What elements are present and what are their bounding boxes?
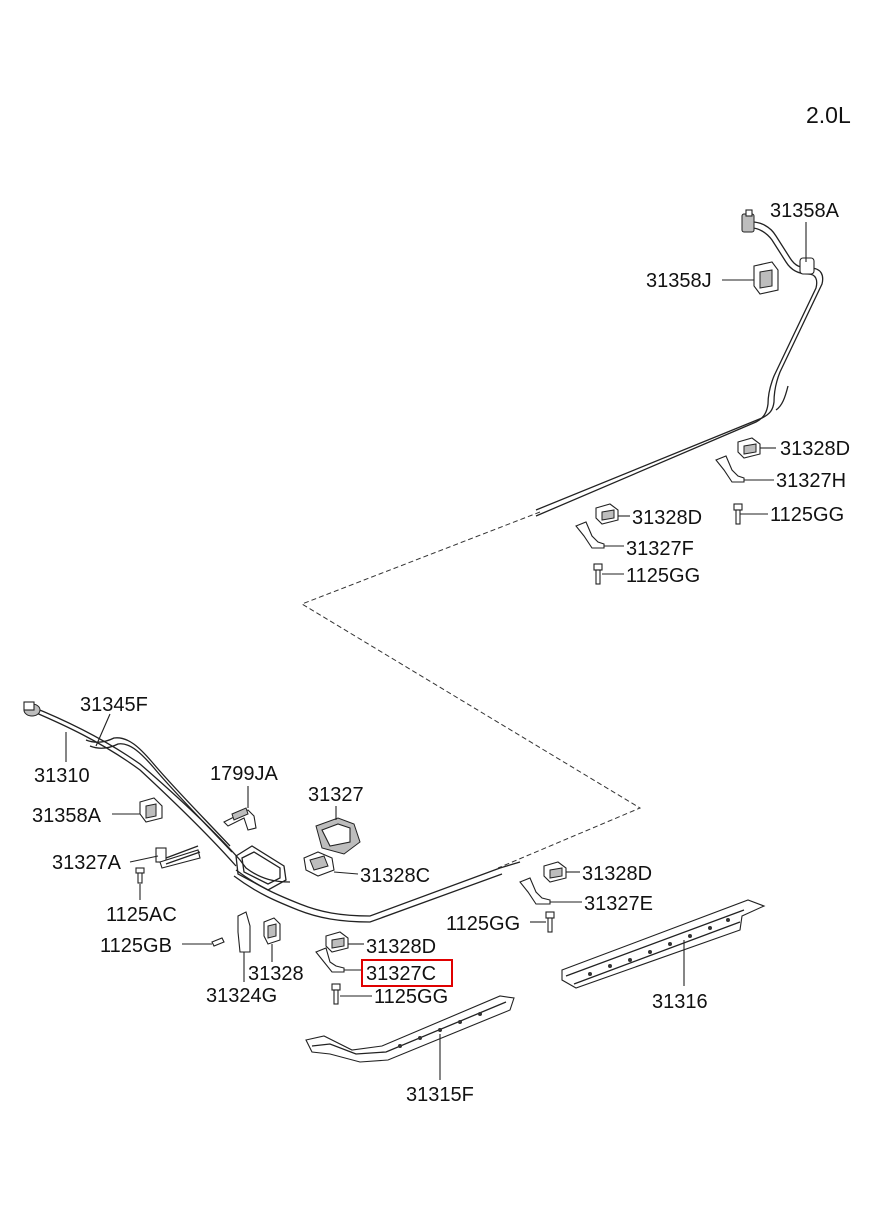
label-31328D-b: 31328D bbox=[632, 507, 702, 529]
label-31324G: 31324G bbox=[206, 985, 277, 1007]
bolt-1125GG-a bbox=[733, 503, 743, 525]
label-31327H: 31327H bbox=[776, 470, 846, 492]
label-31328D-c: 31328D bbox=[582, 863, 652, 885]
label-31327: 31327 bbox=[308, 784, 364, 806]
pipe-connector-31358A bbox=[741, 209, 815, 275]
label-31327C[interactable]: 31327C bbox=[366, 963, 436, 985]
bracket-31327A bbox=[155, 845, 201, 869]
bracket-31327H bbox=[715, 455, 745, 483]
clip-31358A-left bbox=[139, 797, 163, 823]
label-1125GG-d: 1125GG bbox=[374, 986, 448, 1008]
label-31327A: 31327A bbox=[52, 852, 122, 874]
clip-31358J bbox=[753, 261, 779, 295]
label-31328D-d: 31328D bbox=[366, 936, 436, 958]
label-31358A-left: 31358A bbox=[32, 805, 102, 827]
label-31328D-a: 31328D bbox=[780, 438, 850, 460]
bracket-31327C bbox=[315, 947, 345, 973]
label-1125GG-a: 1125GG bbox=[770, 504, 844, 526]
bolt-1125GB bbox=[211, 937, 225, 947]
upper-fuel-pipe bbox=[535, 221, 824, 517]
label-31328C: 31328C bbox=[360, 865, 430, 887]
label-1125GG-c: 1125GG bbox=[446, 913, 520, 935]
lower-fuel-pipe bbox=[29, 705, 521, 923]
clamp-31328 bbox=[263, 917, 281, 945]
label-31358J: 31358J bbox=[646, 270, 712, 292]
bracket-31327E bbox=[519, 877, 551, 905]
bracket-31324G bbox=[237, 911, 251, 953]
highlight-box-31327C bbox=[361, 959, 453, 987]
clamp-31328D-d bbox=[325, 931, 349, 953]
cover-31327 bbox=[315, 817, 361, 855]
rail-31315F bbox=[305, 995, 515, 1063]
clamp-31328D-a bbox=[737, 437, 761, 459]
bolt-1125GG-d bbox=[331, 983, 341, 1005]
dashed-connector bbox=[300, 511, 642, 869]
leader-lines bbox=[65, 222, 807, 1080]
bolt-1125AC bbox=[135, 867, 145, 884]
bracket-31327F bbox=[575, 521, 605, 549]
label-1125GB: 1125GB bbox=[100, 935, 172, 957]
clip-1799JA bbox=[223, 807, 257, 831]
clamp-31328D-b bbox=[595, 503, 619, 525]
label-1125AC: 1125AC bbox=[106, 904, 177, 926]
engine-label: 2.0L bbox=[806, 102, 851, 128]
rail-31316 bbox=[561, 899, 766, 989]
label-1125GG-b: 1125GG bbox=[626, 565, 700, 587]
label-31345F: 31345F bbox=[80, 694, 148, 716]
label-31358A-top: 31358A bbox=[770, 200, 840, 222]
bolt-1125GG-b bbox=[593, 563, 603, 585]
label-31315F: 31315F bbox=[406, 1084, 474, 1106]
end-fitting-31310 bbox=[23, 701, 41, 717]
label-31328: 31328 bbox=[248, 963, 304, 985]
clamp-31328D-c bbox=[543, 861, 567, 883]
label-31310: 31310 bbox=[34, 765, 90, 787]
label-31327F: 31327F bbox=[626, 538, 694, 560]
bolt-1125GG-c bbox=[545, 911, 555, 933]
clamp-31328C bbox=[303, 851, 335, 877]
label-31316: 31316 bbox=[652, 991, 708, 1013]
label-1799JA: 1799JA bbox=[210, 763, 278, 785]
label-31327E: 31327E bbox=[584, 893, 653, 915]
